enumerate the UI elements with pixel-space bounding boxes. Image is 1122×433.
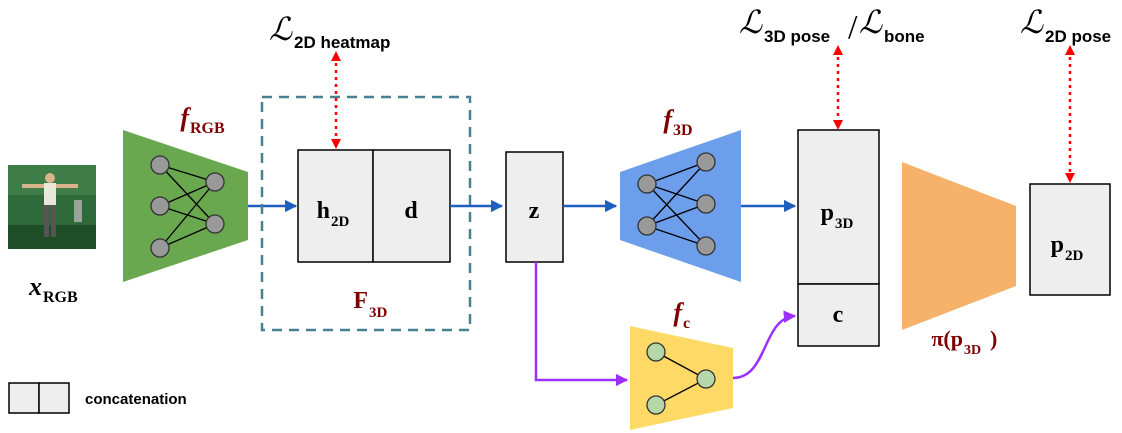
f-3d-label-subscript: 3D — [673, 122, 693, 139]
bone-loss-subscript: bone — [884, 27, 925, 46]
d-box — [372, 149, 451, 263]
arrow-z-to-fc — [534, 262, 629, 387]
c-label: c — [833, 302, 844, 328]
f-c-label-subscript: c — [683, 315, 690, 332]
h2d-box — [297, 149, 374, 263]
h2d-label: h — [317, 198, 330, 224]
p3d-label: p — [821, 200, 834, 226]
legend-swatch-left — [8, 382, 40, 414]
legend-label: concatenation — [85, 391, 187, 408]
heatmap-loss-subscript: 2D heatmap — [294, 33, 390, 52]
pose2d-loss-symbol: ℒ — [1020, 3, 1044, 41]
f-rgb-network — [123, 130, 248, 282]
arrow-fc-to-c — [732, 310, 797, 380]
input-label: x — [28, 272, 42, 301]
f-rgb-label-subscript: RGB — [190, 120, 225, 137]
input-rgb-image — [8, 165, 96, 249]
legend: concatenation — [8, 382, 187, 414]
pose3d-loss-subscript: 3D pose — [764, 27, 830, 46]
f-c-network — [630, 326, 733, 430]
f-c-label: f — [673, 298, 684, 327]
z-box — [505, 151, 564, 263]
f-3d-network — [620, 130, 741, 282]
input-label-subscript: RGB — [43, 289, 78, 306]
c-box — [797, 283, 880, 347]
p2d-label-subscript: 2D — [1065, 248, 1084, 264]
legend-swatch-right — [38, 382, 70, 414]
projection-label-subscript: 3D — [964, 343, 981, 358]
p3d-box — [797, 129, 880, 285]
z-label: z — [529, 198, 540, 224]
pose2d-loss-subscript: 2D pose — [1045, 27, 1111, 46]
f3d-group-label-subscript: 3D — [369, 305, 388, 321]
p2d-box — [1029, 183, 1111, 296]
h2d-label-subscript: 2D — [331, 214, 350, 230]
f3d-group-box — [260, 95, 472, 332]
p2d-label: p — [1051, 232, 1064, 258]
pose3d-loss-separator: / — [848, 9, 858, 46]
projection-block — [902, 162, 1016, 330]
pose3d-loss-symbol: ℒ — [739, 3, 763, 41]
projection-label-close: ) — [990, 326, 997, 351]
f-rgb-label: f — [180, 103, 191, 132]
f3d-group-label: F — [353, 288, 368, 314]
bone-loss-symbol: ℒ — [859, 3, 883, 41]
f-3d-label: f — [663, 105, 674, 134]
heatmap-loss-symbol: ℒ — [269, 10, 293, 48]
projection-label: π(p — [931, 326, 963, 351]
p3d-label-subscript: 3D — [835, 216, 854, 232]
d-label: d — [404, 198, 418, 224]
